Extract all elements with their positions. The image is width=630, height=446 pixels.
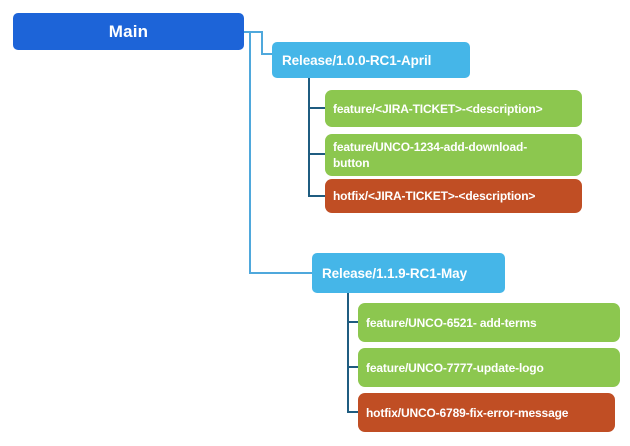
hotfix-branch-label: hotfix/UNCO-6789-fix-error-message bbox=[366, 405, 569, 420]
connector-release1-drop bbox=[261, 31, 263, 55]
connector-hotfix1-stub bbox=[308, 195, 325, 197]
hotfix-branch-node-unco-6789: hotfix/UNCO-6789-fix-error-message bbox=[358, 393, 615, 432]
feature-branch-node-jira-ticket-template: feature/<JIRA-TICKET>-<description> bbox=[325, 90, 582, 127]
connector-release2-trunk bbox=[347, 293, 349, 413]
connector-release2-stub bbox=[249, 272, 312, 274]
hotfix-branch-node-jira-ticket-template: hotfix/<JIRA-TICKET>-<description> bbox=[325, 179, 582, 213]
connector-feature1-stub bbox=[308, 107, 325, 109]
feature-branch-label: feature/<JIRA-TICKET>-<description> bbox=[333, 101, 543, 116]
connector-main-out bbox=[244, 31, 263, 33]
main-branch-label: Main bbox=[108, 21, 149, 41]
main-branch-node: Main bbox=[13, 13, 244, 50]
feature-branch-label: feature/UNCO-7777-update-logo bbox=[366, 360, 544, 375]
hotfix-branch-label: hotfix/<JIRA-TICKET>-<description> bbox=[333, 189, 536, 203]
release-node-1.0.0-rc1-april: Release/1.0.0-RC1-April bbox=[272, 42, 470, 78]
connector-release1-stub bbox=[261, 53, 272, 55]
connector-main-trunk bbox=[249, 31, 251, 274]
release-label: Release/1.0.0-RC1-April bbox=[282, 52, 432, 68]
connector-feature2-stub bbox=[308, 153, 325, 155]
connector-feature4-stub bbox=[347, 366, 358, 368]
connector-feature3-stub bbox=[347, 321, 358, 323]
feature-branch-label: feature/UNCO-6521- add-terms bbox=[366, 315, 537, 330]
release-node-1.1.9-rc1-may: Release/1.1.9-RC1-May bbox=[312, 253, 505, 293]
feature-branch-node-unco-1234: feature/UNCO-1234-add-download-button bbox=[325, 134, 582, 176]
feature-branch-node-unco-7777: feature/UNCO-7777-update-logo bbox=[358, 348, 620, 387]
release-label: Release/1.1.9-RC1-May bbox=[322, 265, 467, 281]
connector-hotfix2-stub bbox=[347, 411, 358, 413]
feature-branch-node-unco-6521: feature/UNCO-6521- add-terms bbox=[358, 303, 620, 342]
feature-branch-label: feature/UNCO-1234-add-download-button bbox=[333, 140, 528, 170]
connector-release1-trunk bbox=[308, 78, 310, 197]
